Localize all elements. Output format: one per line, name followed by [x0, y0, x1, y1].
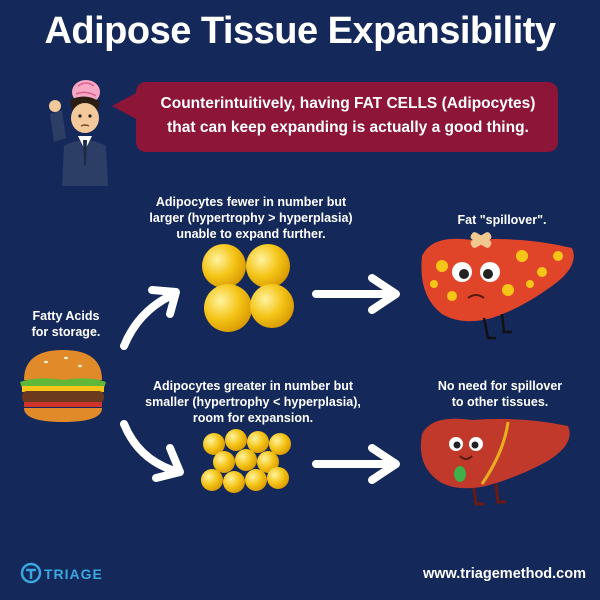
- bubble-text: Counterintuitively, having FAT CELLS (Ad…: [146, 92, 550, 140]
- bubble-tail: [112, 92, 138, 120]
- bottom-label: Adipocytes greater in number but smaller…: [118, 378, 388, 426]
- large-fat-cells: [202, 244, 294, 332]
- burger-icon: [20, 350, 106, 422]
- top-label-line-1: Adipocytes fewer in number but: [155, 195, 347, 209]
- small-fat-cells: [201, 429, 291, 493]
- fat-cell-large: [250, 284, 294, 328]
- spillover-label: Fat "spillover".: [457, 213, 547, 227]
- fatty-acids-line-1: Fatty Acids: [32, 309, 100, 323]
- fat-cell-large: [202, 244, 246, 288]
- speech-bubble: [136, 82, 558, 152]
- triage-logo-text: TRIAGE: [44, 566, 103, 582]
- fatty-acids-label: Fatty Acids for storage.: [18, 308, 114, 340]
- fat-cell-large: [246, 244, 290, 288]
- no-spillover-line-2: to other tissues.: [451, 395, 549, 409]
- curved-arrow-up-icon: [120, 286, 180, 350]
- bottom-label-line-3: room for expansion.: [192, 411, 314, 425]
- arrow-icon: [312, 274, 400, 314]
- sick-liver-icon: [421, 232, 574, 340]
- no-spillover-line-1: No need for spillover: [437, 379, 563, 393]
- arrow-icon: [312, 444, 400, 484]
- healthy-liver-icon: [420, 418, 570, 506]
- fat-cell-large: [204, 284, 252, 332]
- fatty-acids-line-2: for storage.: [31, 325, 101, 339]
- top-label-line-3: unable to expand further.: [176, 227, 326, 241]
- website-url[interactable]: www.triagemethod.com: [422, 566, 586, 582]
- top-label: Adipocytes fewer in number but larger (h…: [126, 194, 376, 242]
- bottom-label-line-2: smaller (hypertrophy < hyperplasia),: [145, 395, 361, 409]
- curved-arrow-down-icon: [120, 420, 184, 482]
- bubble-line-1: Counterintuitively, having FAT CELLS (Ad…: [160, 95, 536, 112]
- no-spillover-label: No need for spillover to other tissues.: [420, 378, 580, 410]
- bottom-label-line-1: Adipocytes greater in number but: [152, 379, 354, 393]
- triage-logo-icon: [20, 562, 42, 584]
- page-title: Adipose Tissue Expansibility: [44, 10, 556, 52]
- bubble-line-2: that can keep expanding is actually a go…: [167, 119, 529, 136]
- top-label-line-2: larger (hypertrophy > hyperplasia): [149, 211, 353, 225]
- thinking-man-icon: [49, 80, 108, 186]
